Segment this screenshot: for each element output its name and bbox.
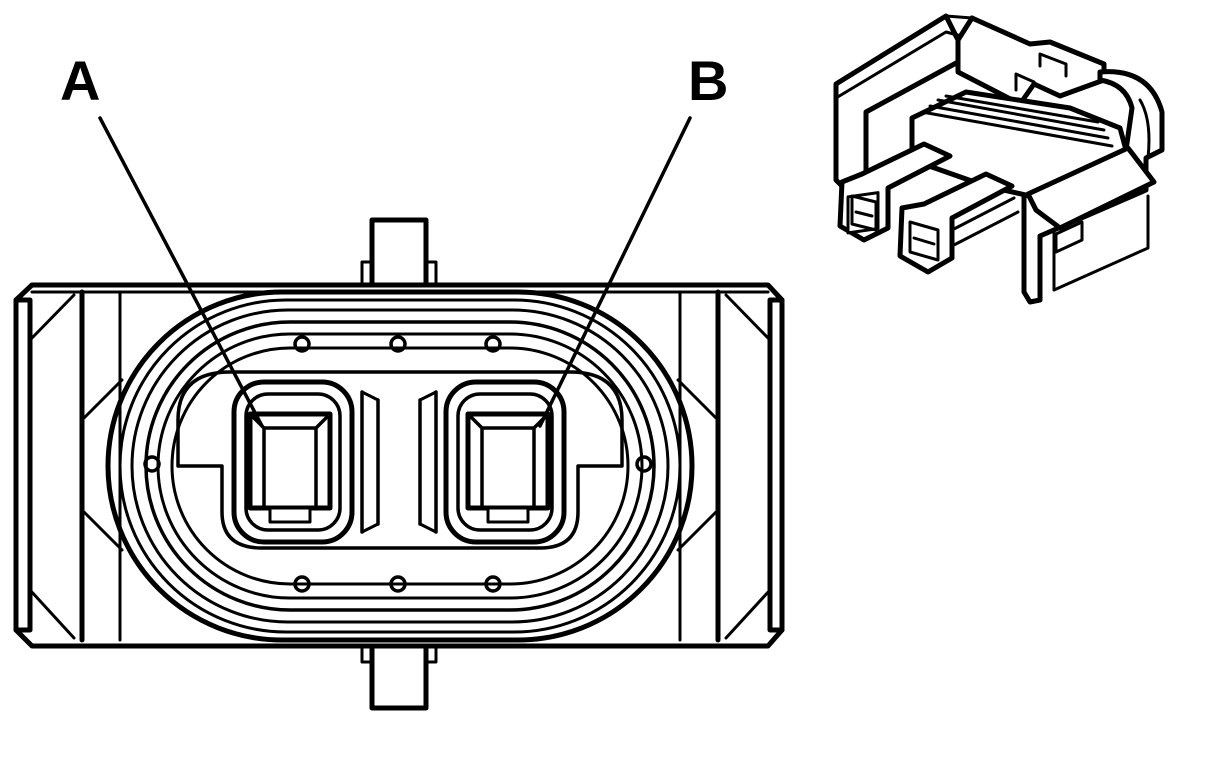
right-flange (676, 289, 785, 643)
leader-line-a (98, 116, 264, 428)
pin-label-a: A (60, 49, 100, 112)
leader-line-b (538, 116, 692, 428)
terminal-cavity-b (443, 379, 567, 545)
pin-label-b: B (688, 49, 728, 112)
connector-isometric-view (833, 13, 1165, 305)
terminal-cavity-a (231, 379, 355, 545)
connector-face-view: A B (13, 49, 785, 711)
pin-callouts: A B (60, 49, 728, 428)
inner-cavity (176, 370, 624, 550)
locator-holes (143, 335, 653, 593)
left-flange (13, 289, 124, 643)
top-locking-tab (369, 217, 429, 288)
center-divider (360, 390, 438, 534)
bottom-locking-tab (369, 637, 429, 711)
